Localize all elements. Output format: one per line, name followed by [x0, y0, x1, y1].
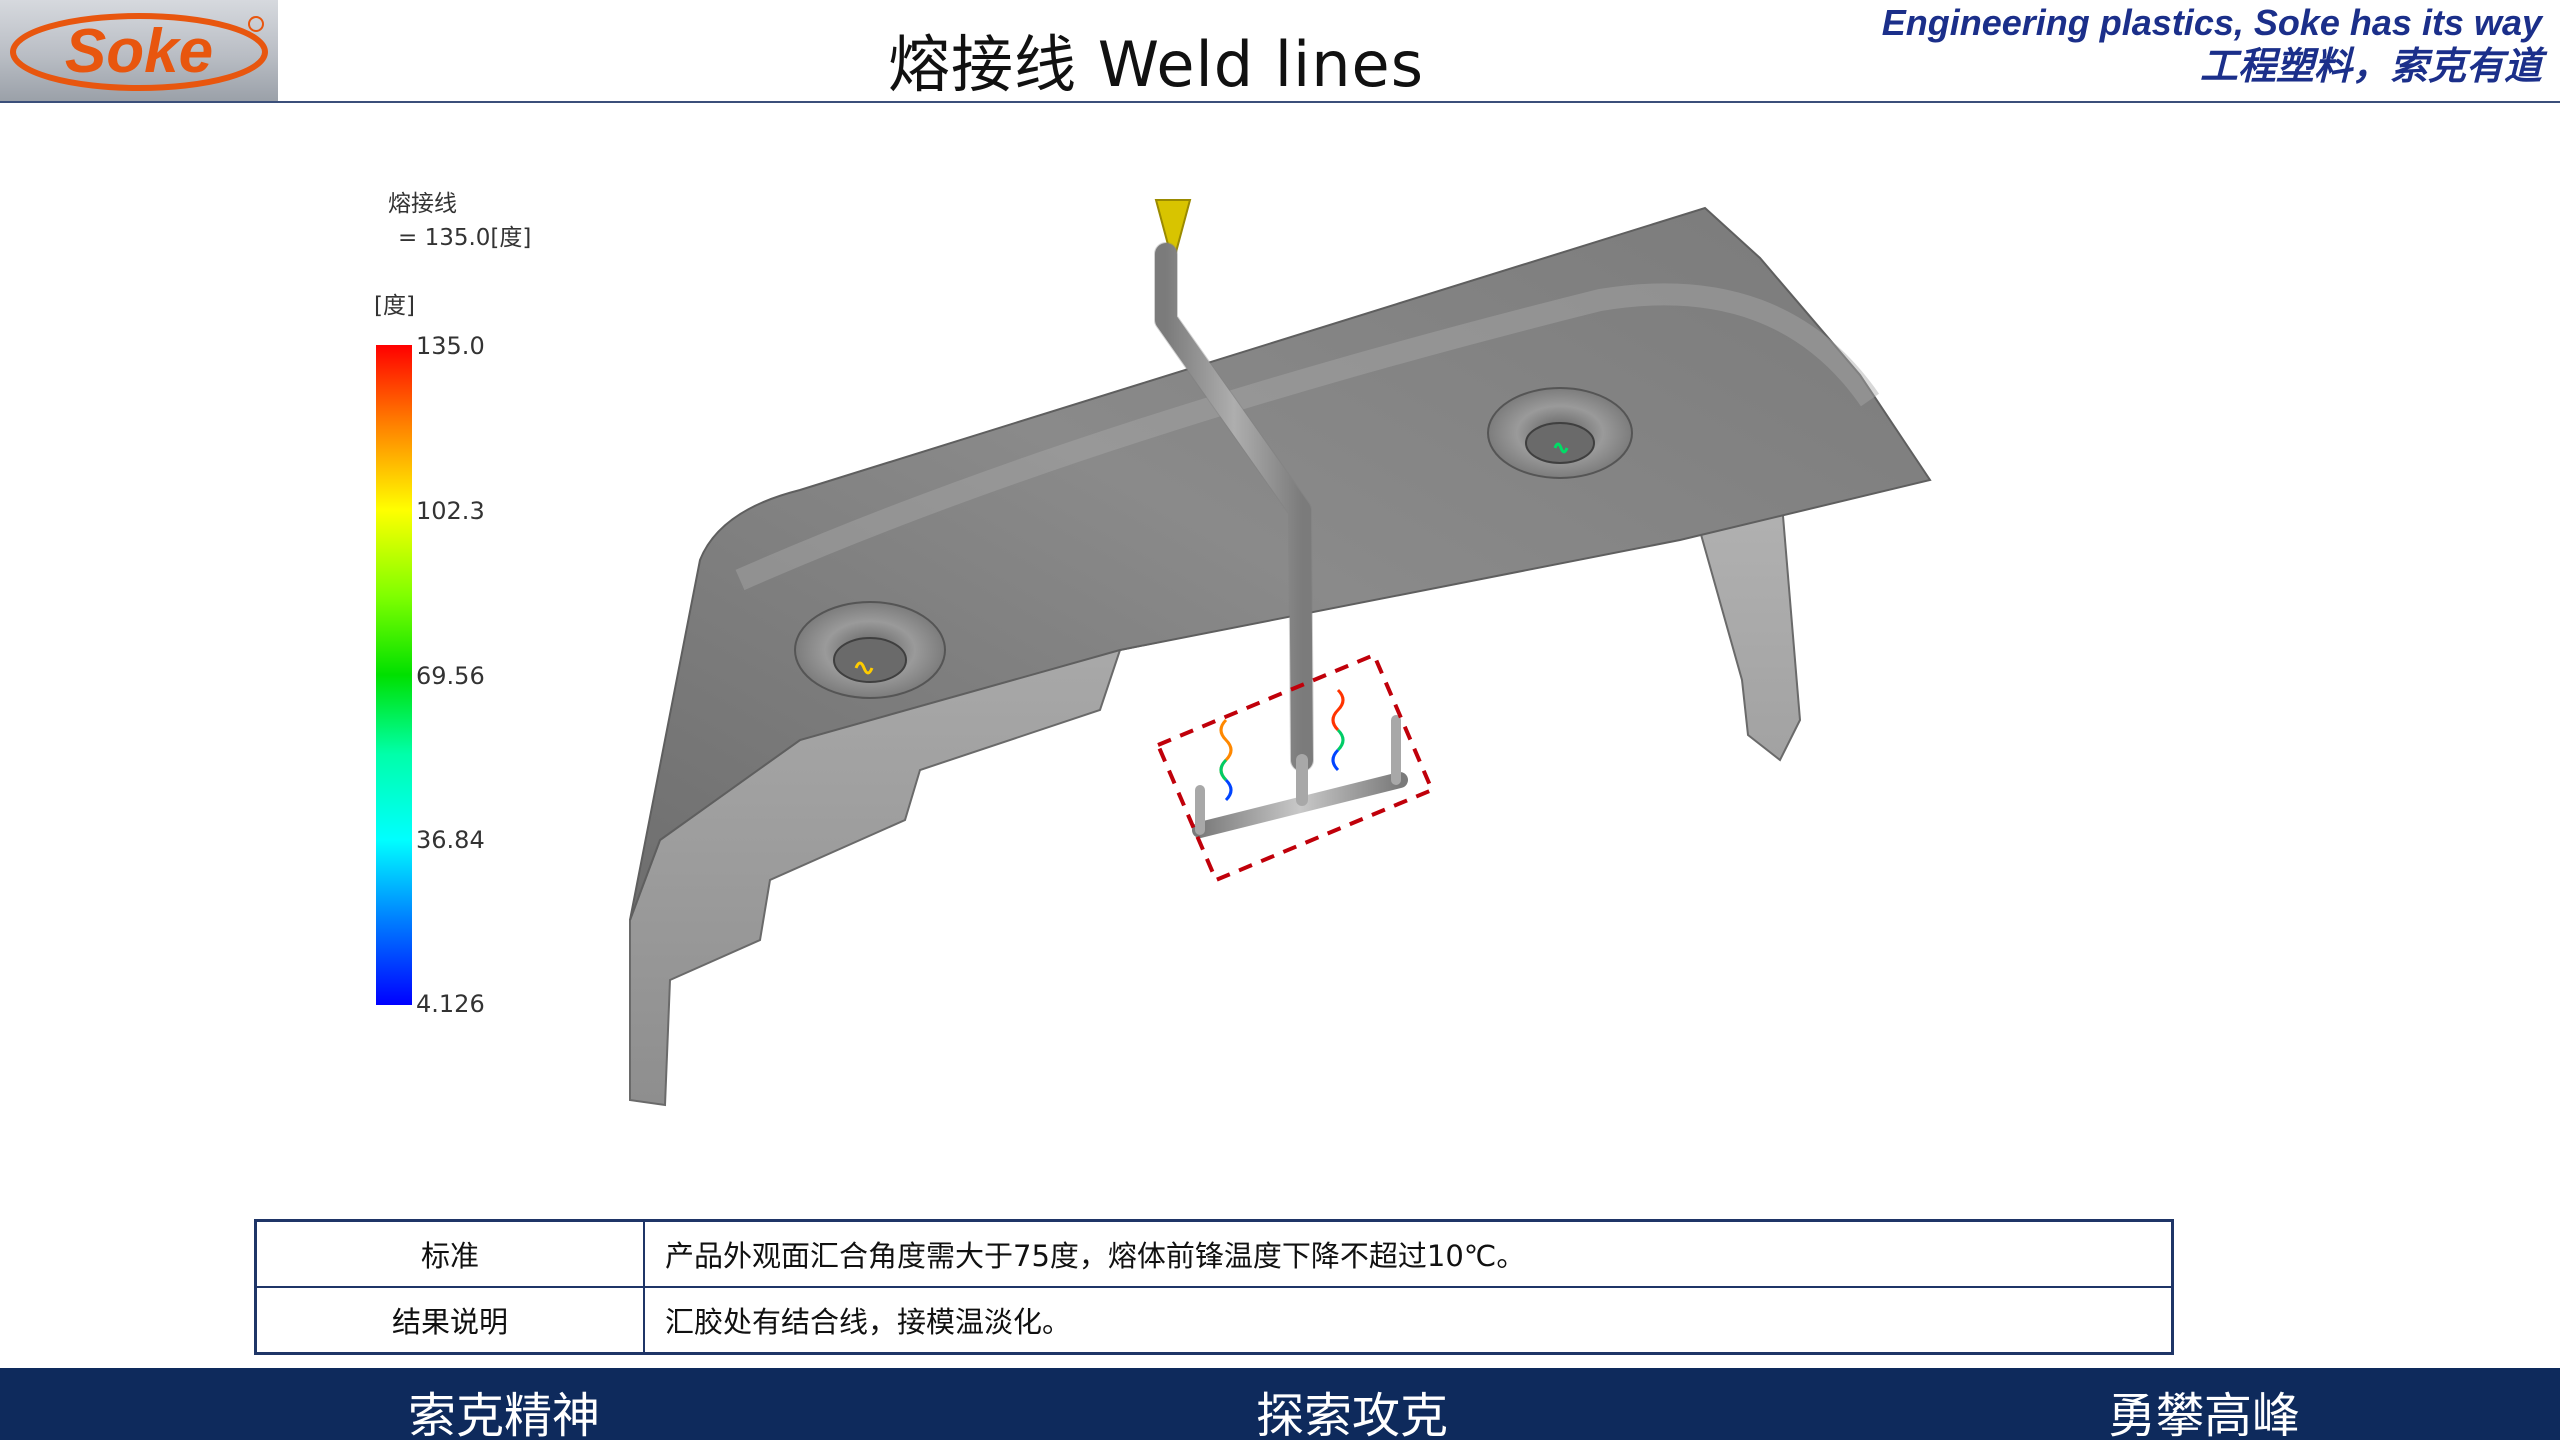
logo-wordmark: Soke — [65, 17, 213, 86]
table-cell-label: 结果说明 — [254, 1286, 645, 1355]
page-title: 熔接线 Weld lines — [887, 28, 1424, 101]
soke-logo: Soke — [0, 0, 278, 102]
footer-motto-right: 勇攀高峰 — [2108, 1388, 2301, 1444]
legend-tick: 4.126 — [416, 990, 485, 1018]
footer-motto-left: 索克精神 — [408, 1388, 601, 1444]
legend-tick: 102.3 — [416, 497, 485, 525]
legend-value: = 135.0[度] — [398, 225, 532, 251]
slogan-english: Engineering plastics, Soke has its way — [1881, 2, 2542, 43]
legend-tick: 69.56 — [416, 662, 485, 690]
table-cell-content: 产品外观面汇合角度需大于75度，熔体前锋温度下降不超过10℃。 — [643, 1219, 2174, 1288]
table-row: 结果说明 汇胶处有结合线，接模温淡化。 — [254, 1286, 2174, 1355]
weld-line-right — [1331, 688, 1345, 732]
legend-tick: 135.0 — [416, 332, 485, 360]
table-cell-label: 标准 — [254, 1219, 645, 1288]
result-table: 标准 产品外观面汇合角度需大于75度，熔体前锋温度下降不超过10℃。 结果说明 … — [254, 1219, 2174, 1355]
part-model — [629, 199, 1932, 1107]
result-legend: 熔接线 = 135.0[度] [度] 135.0 102.3 69.56 36.… — [360, 180, 600, 1020]
color-scale-bar — [376, 345, 412, 1005]
legend-title: 熔接线 — [388, 191, 457, 217]
footer-motto-center: 探索攻克 — [1256, 1388, 1449, 1444]
legend-unit: [度] — [374, 293, 415, 319]
legend-tick: 36.84 — [416, 826, 485, 854]
slogan-chinese: 工程塑料，索克有道 — [2199, 46, 2542, 88]
header-divider — [0, 101, 2560, 103]
model-viewport[interactable] — [600, 180, 2000, 1144]
table-cell-content: 汇胶处有结合线，接模温淡化。 — [643, 1286, 2174, 1355]
weld-highlight-box — [1155, 652, 1435, 883]
slogan: Engineering plastics, Soke has its way 工… — [1882, 2, 2542, 90]
header: Soke 熔接线 Weld lines Engineering plastics… — [0, 0, 2560, 102]
footer-bar: 索克精神 探索攻克 勇攀高峰 — [0, 1368, 2560, 1444]
table-row: 标准 产品外观面汇合角度需大于75度，熔体前锋温度下降不超过10℃。 — [254, 1219, 2174, 1288]
